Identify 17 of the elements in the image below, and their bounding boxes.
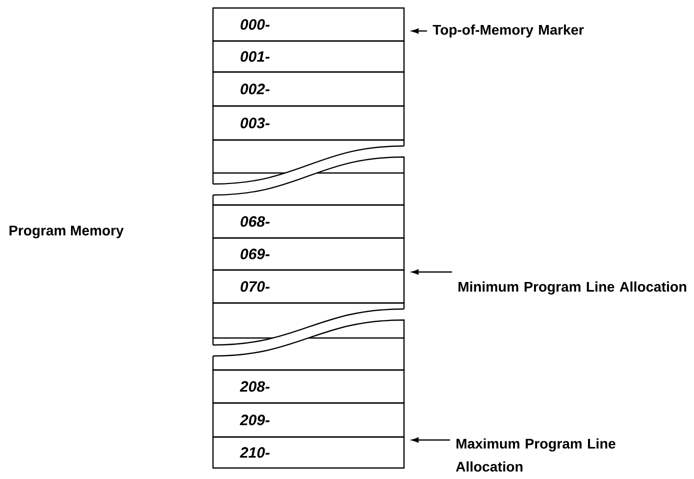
memory-cell: 003-	[212, 105, 405, 141]
memory-cell: 208-	[212, 369, 405, 404]
memory-cell: 070-	[212, 269, 405, 304]
arrow	[412, 437, 450, 443]
memory-cell: 068-	[212, 204, 405, 239]
side-label: Program Memory	[10, 226, 124, 238]
annotation-text: Minimum Program Line Allocation	[458, 281, 686, 295]
memory-cell: 069-	[212, 237, 405, 271]
annotation-text: Top-of-Memory Marker	[432, 24, 584, 38]
annotation-text: Maximum Program Line Allocation	[456, 438, 616, 472]
arrow	[412, 269, 452, 275]
memory-cell: 000-	[212, 7, 405, 42]
memory-cell: 210-	[212, 436, 405, 469]
memory-cell: 002-	[212, 71, 405, 107]
memory-cell: 209-	[212, 402, 405, 438]
memory-cell: 001-	[212, 40, 405, 73]
arrow	[412, 28, 427, 34]
